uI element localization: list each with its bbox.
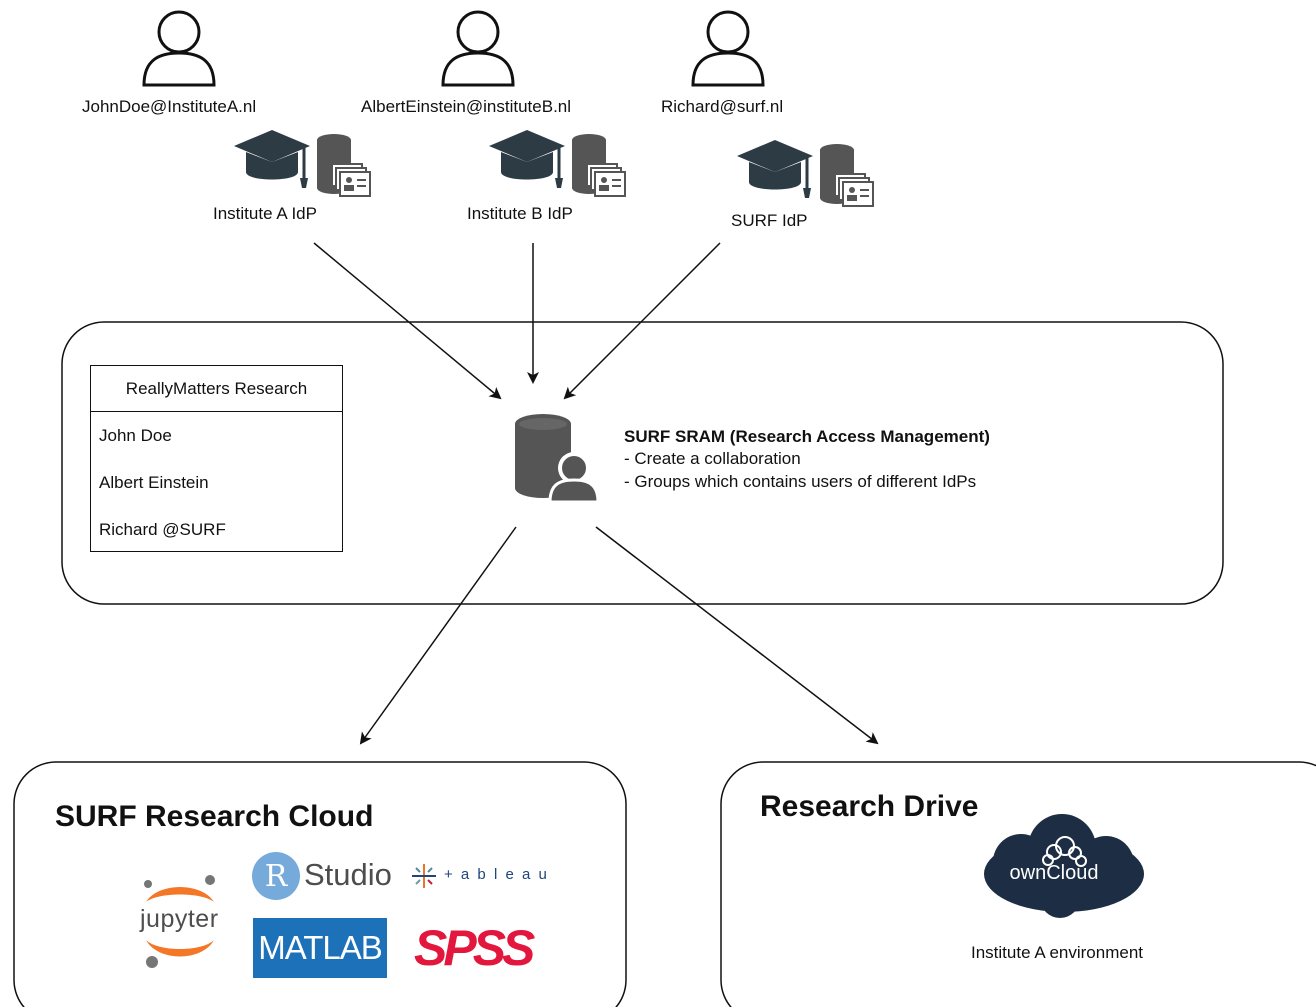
- tableau-logo: + a b l e a u: [410, 862, 555, 892]
- tableau-wordmark: + a b l e a u: [444, 866, 549, 883]
- idp-label-surf: SURF IdP: [731, 211, 808, 230]
- matlab-logo: MATLAB: [253, 918, 387, 978]
- collaboration-title: ReallyMatters Research: [91, 366, 342, 412]
- spss-logo: SPSS: [414, 920, 535, 976]
- user-email-john: JohnDoe@InstituteA.nl: [82, 97, 257, 116]
- rstudio-logo: R Studio: [252, 852, 397, 902]
- sram-title: SURF SRAM (Research Access Management): [624, 427, 990, 446]
- user-icon: [441, 10, 515, 87]
- research-cloud-title: SURF Research Cloud: [55, 800, 374, 833]
- database-user-icon: [515, 414, 600, 504]
- jupyter-wordmark: jupyter: [140, 905, 219, 933]
- rstudio-r-badge: R: [252, 852, 300, 900]
- identity-provider-icon: [489, 130, 626, 197]
- arrow-idp-a-to-sram: [313, 242, 502, 400]
- idp-label-institute-a: Institute A IdP: [213, 204, 317, 223]
- arrow-sram-to-research-cloud: [359, 526, 517, 745]
- identity-provider-icon: [234, 130, 371, 197]
- collaboration-member: Richard @SURF: [99, 519, 226, 539]
- sram-description-line: - Groups which contains users of differe…: [624, 472, 977, 491]
- research-drive-caption: Institute A environment: [971, 943, 1143, 962]
- jupyter-logo: jupyter: [138, 872, 230, 970]
- identity-provider-icon: [737, 140, 874, 207]
- owncloud-logo: ownCloud: [976, 812, 1152, 920]
- user-email-albert: AlbertEinstein@instituteB.nl: [361, 97, 572, 116]
- user-email-richard: Richard@surf.nl: [661, 97, 784, 116]
- sram-description-line: - Create a collaboration: [624, 449, 801, 468]
- owncloud-wordmark: ownCloud: [1009, 862, 1099, 884]
- research-drive-title: Research Drive: [760, 790, 979, 823]
- research-drive-container: [720, 761, 1316, 1007]
- user-icon: [142, 10, 216, 87]
- idp-label-institute-b: Institute B IdP: [467, 204, 573, 223]
- arrow-sram-to-research-drive: [595, 526, 879, 745]
- collaboration-member: John Doe: [99, 425, 172, 445]
- collaboration-member: Albert Einstein: [99, 472, 209, 492]
- research-cloud-container: [13, 761, 627, 1007]
- user-icon: [691, 10, 765, 87]
- sram-container: [61, 321, 1224, 605]
- collaboration-members-table: ReallyMatters Research John Doe Albert E…: [90, 365, 343, 552]
- arrow-surf-idp-to-sram: [563, 242, 721, 400]
- rstudio-wordmark: Studio: [304, 857, 392, 892]
